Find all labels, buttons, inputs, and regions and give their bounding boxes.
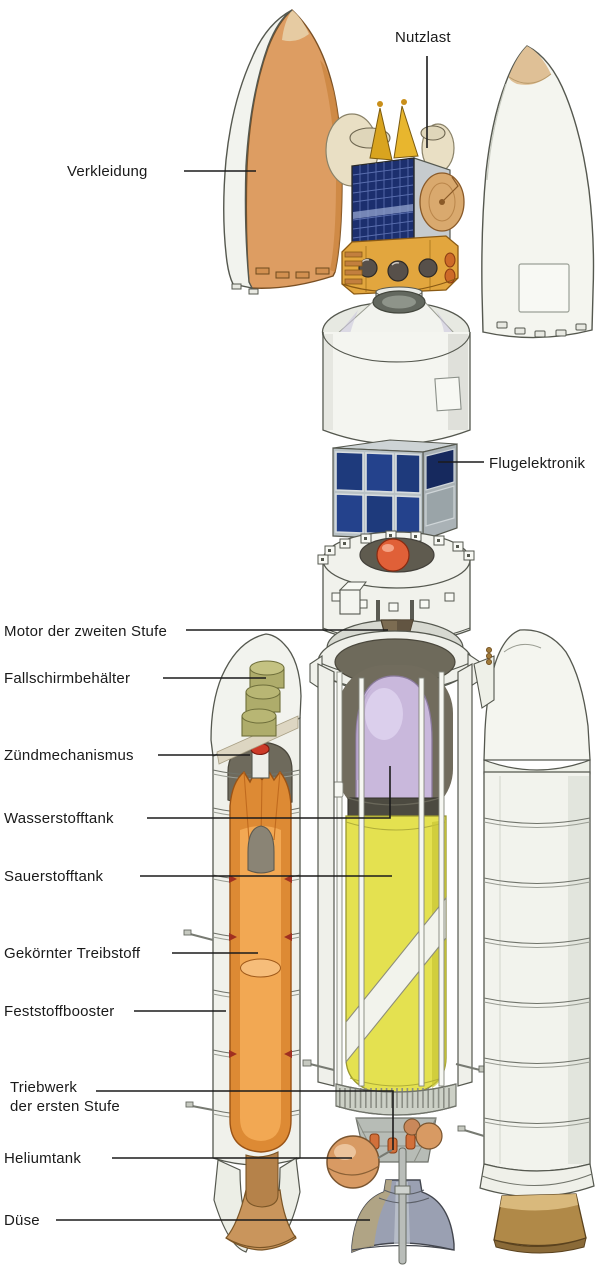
core-stage: [302, 619, 488, 1265]
booster-left-nozzle: [213, 1151, 301, 1253]
helium-tank-sphere: [326, 1135, 393, 1189]
antenna-dish-large: [419, 172, 465, 232]
label-motor-der-zweiten-stufe: Motor der zweiten Stufe: [4, 623, 168, 640]
satellite-base: [341, 235, 459, 295]
parachute-container: [241, 660, 285, 737]
label-nutzlast: Nutzlast: [395, 29, 451, 46]
label-wasserstofftank: Wasserstofftank: [4, 810, 114, 827]
interstage-slot: [376, 600, 380, 626]
label-zuendmechanismus: Zündmechanismus: [4, 747, 134, 764]
interstage-sphere: [376, 538, 410, 572]
interstage-ring: [317, 530, 475, 645]
fairing-left-vent-slots: [255, 267, 330, 279]
stage2-panel: [434, 376, 462, 412]
label-duese: Düse: [4, 1212, 40, 1229]
booster-right-nozzle: [493, 1193, 587, 1254]
booster-right-strut: [463, 1129, 485, 1137]
interstage-slot: [410, 600, 414, 626]
booster-left-struts: [189, 933, 214, 1111]
fairing-left-half: [223, 9, 343, 295]
base-grill: [344, 251, 363, 285]
booster-left: [183, 633, 302, 1253]
second-stage: [321, 290, 471, 445]
fairing-access-panel: [518, 263, 570, 313]
label-flugelektronik: Flugelektronik: [489, 455, 586, 472]
fairing-right-half: [481, 45, 595, 339]
grain-band-ties: [229, 875, 292, 1058]
electronics-solar-panels: [335, 451, 421, 536]
label-triebwerk-der-ersten-stufe: Triebwerk der ersten Stufe: [10, 1079, 120, 1115]
fairing-left-tip: [282, 10, 309, 42]
interstage-band-squares: [331, 592, 455, 612]
booster-right: [457, 629, 595, 1254]
fairing-right-clips: [496, 321, 587, 338]
label-gekoernter-treibstoff: Gekörnter Treibstoff: [4, 945, 141, 962]
fairing-left-clips: [231, 283, 259, 295]
leader-wasserstofftank: [147, 766, 391, 819]
solid-propellant-grain: [229, 768, 292, 1153]
booster-attach-bracket: [473, 647, 495, 709]
antenna-dish-small-right: [420, 125, 446, 141]
igniter: [250, 742, 270, 779]
label-heliumtank: Heliumtank: [4, 1150, 82, 1167]
interstage-tab-dots: [321, 534, 470, 561]
booster-right-skirt: [479, 1163, 595, 1198]
engine-probe-rod: [394, 1147, 411, 1265]
fairing-right-tip: [508, 46, 551, 85]
label-sauerstofftank: Sauerstofftank: [4, 868, 104, 885]
base-portholes: [358, 258, 438, 282]
leader-triebwerk: [96, 1090, 394, 1150]
label-fallschirmbehaelter: Fallschirmbehälter: [4, 670, 131, 687]
label-verkleidung: Verkleidung: [67, 163, 148, 180]
payload-satellite: [325, 99, 465, 307]
antenna-horns: [369, 99, 419, 161]
booster-right-ring-bands: [483, 817, 591, 1128]
label-feststoffbooster: Feststoffbooster: [4, 1003, 115, 1020]
core-struts: [309, 1063, 481, 1071]
flight-electronics: [332, 439, 458, 541]
leader-lines: [56, 56, 484, 1221]
